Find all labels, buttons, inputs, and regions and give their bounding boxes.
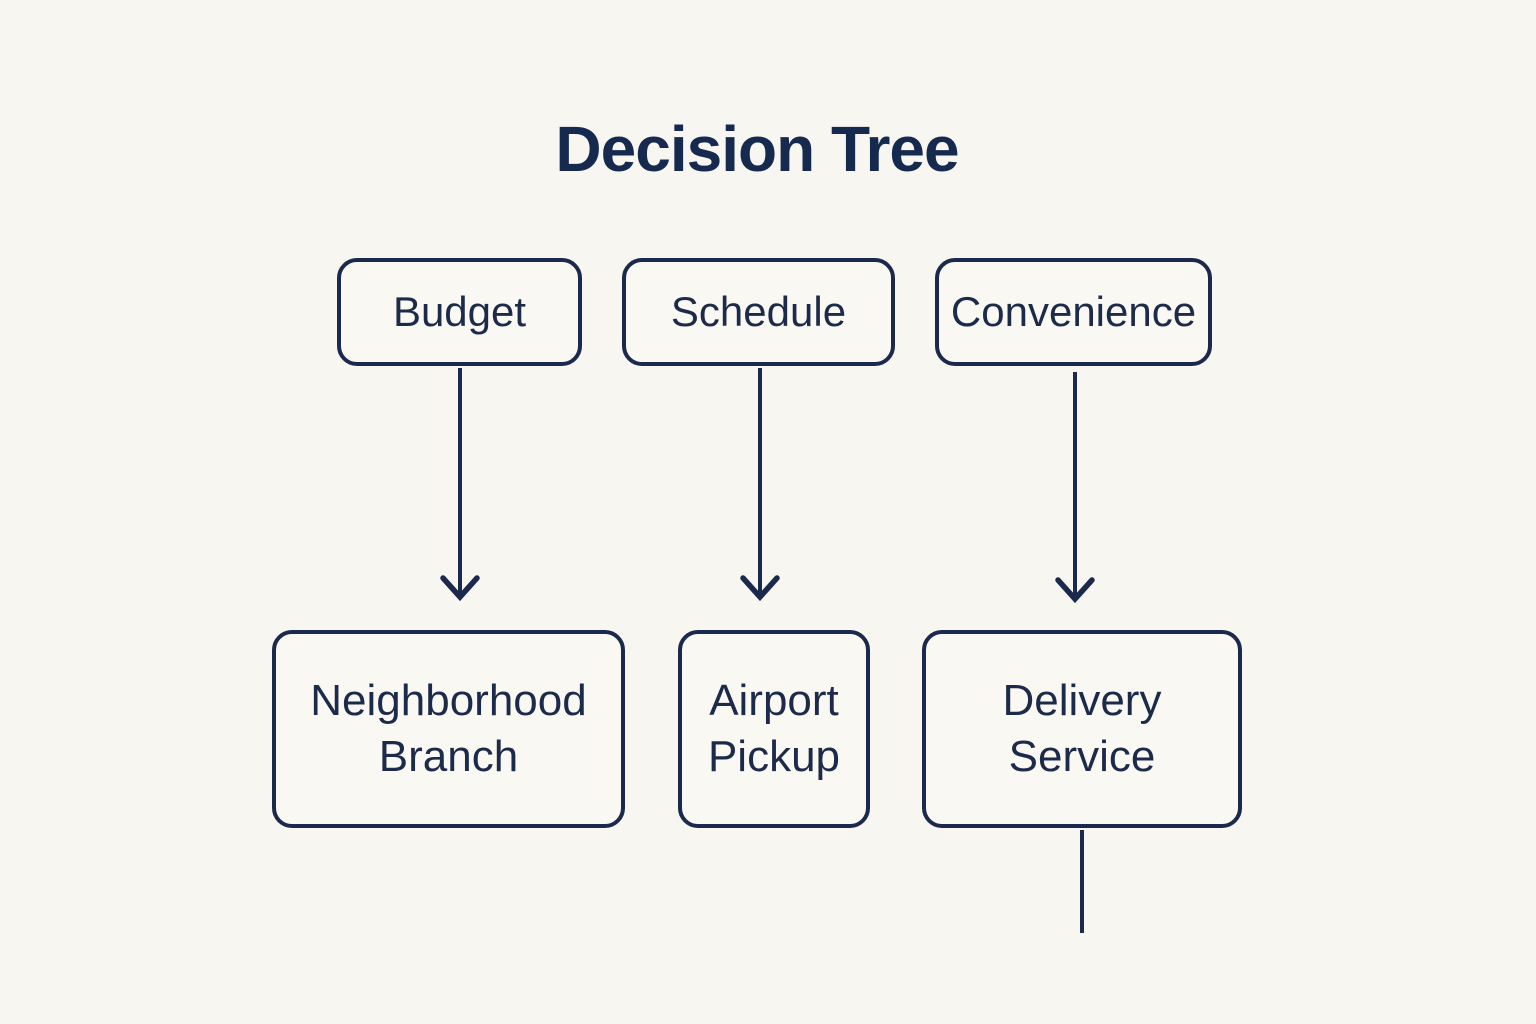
arrow-budget-to-neighborhood-branch	[440, 368, 480, 602]
node-budget: Budget	[337, 258, 582, 366]
node-convenience: Convenience	[935, 258, 1212, 366]
node-delivery-service: Delivery Service	[922, 630, 1242, 828]
diagram-title: Decision Tree	[555, 113, 959, 185]
node-airport-pickup: Airport Pickup	[678, 630, 870, 828]
arrow-schedule-to-airport-pickup	[740, 368, 780, 602]
arrow-convenience-to-delivery-service	[1055, 372, 1095, 604]
node-neighborhood-branch: Neighborhood Branch	[272, 630, 625, 828]
node-schedule: Schedule	[622, 258, 895, 366]
